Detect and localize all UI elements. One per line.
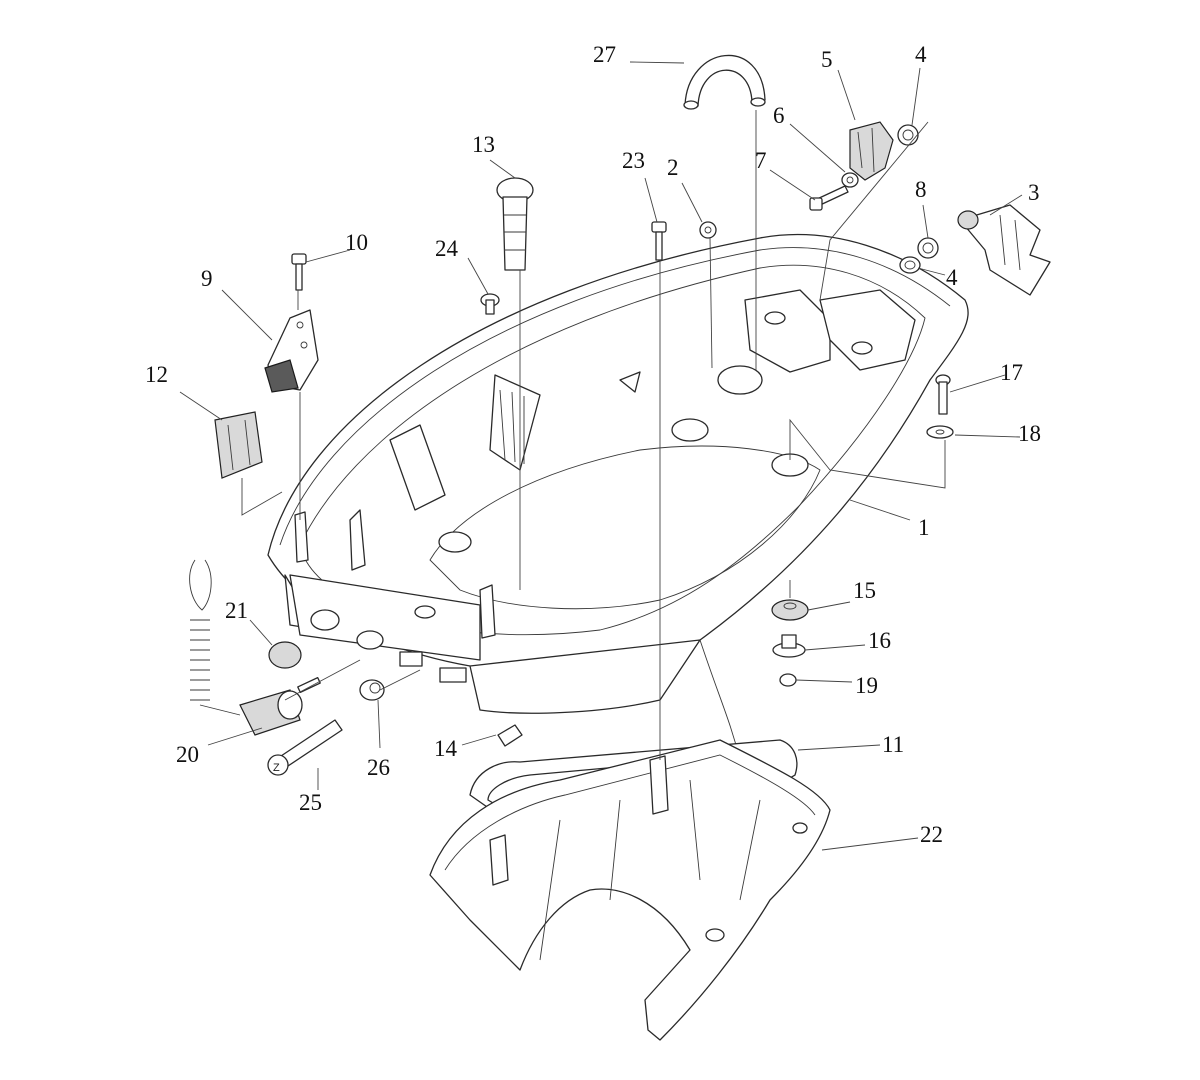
- latch-part-9: [264, 309, 319, 393]
- washer-part-16: [772, 634, 806, 658]
- bolt-part-10: [291, 253, 307, 291]
- callout-16: 16: [868, 628, 891, 653]
- callout-26: 26: [367, 755, 390, 780]
- callout-4-lower: 4: [946, 265, 958, 290]
- callout-2: 2: [667, 155, 679, 180]
- grommet-part-13: [496, 177, 534, 271]
- callout-17: 17: [1000, 360, 1023, 385]
- callout-11: 11: [882, 732, 904, 757]
- callout-7: 7: [755, 148, 767, 173]
- clip-part-24: [480, 293, 500, 315]
- ring-part-4-upper: [897, 124, 919, 146]
- callout-22: 22: [920, 822, 943, 847]
- callout-18: 18: [1018, 421, 1041, 446]
- callout-6: 6: [773, 103, 785, 128]
- callout-10: 10: [345, 230, 368, 255]
- svg-text:Z: Z: [273, 762, 280, 774]
- mount-part-15: [771, 599, 809, 621]
- callout-12: 12: [145, 362, 168, 387]
- callout-9: 9: [201, 266, 213, 291]
- clip-part-14: [497, 724, 523, 747]
- washer-part-6: [841, 172, 859, 188]
- ring-part-8: [917, 237, 939, 259]
- callout-14: 14: [434, 736, 458, 761]
- cap-part-21: [268, 641, 302, 669]
- lever-part-3: [957, 204, 1051, 296]
- pad-part-12: [214, 411, 263, 479]
- callout-25: 25: [299, 790, 322, 815]
- switch-part-25: Z: [267, 719, 343, 776]
- leader-lines: [179, 61, 1023, 851]
- nut-part-19: [779, 673, 797, 687]
- washer-part-18: [926, 425, 954, 439]
- callout-13: 13: [472, 132, 495, 157]
- callout-3: 3: [1028, 180, 1040, 205]
- callout-5: 5: [821, 47, 833, 72]
- callout-labels: 1 2 3 4 4 5 6 7 8 9 10 11 12 13 14 15 16…: [145, 42, 1041, 847]
- callout-19: 19: [855, 673, 878, 698]
- screw-part-7: [809, 185, 849, 211]
- callout-15: 15: [853, 578, 876, 603]
- callout-23: 23: [622, 148, 645, 173]
- bracket-part-5: [849, 121, 894, 181]
- bolt-part-23: [651, 221, 667, 261]
- lower-cowl-body: [267, 233, 969, 781]
- ring-part-4-lower: [899, 256, 921, 274]
- hose-part-27: [683, 54, 766, 110]
- callout-27: 27: [593, 42, 616, 67]
- bolt-part-17: [935, 374, 951, 415]
- callout-20: 20: [176, 742, 199, 767]
- callout-24: 24: [435, 236, 459, 261]
- callout-1: 1: [918, 515, 930, 540]
- clip-part-2: [699, 221, 717, 239]
- callout-8: 8: [915, 177, 927, 202]
- callout-21: 21: [225, 598, 248, 623]
- callout-4-upper: 4: [915, 42, 927, 67]
- grommet-part-26: [359, 679, 385, 701]
- lanyard-part-20: [189, 559, 321, 736]
